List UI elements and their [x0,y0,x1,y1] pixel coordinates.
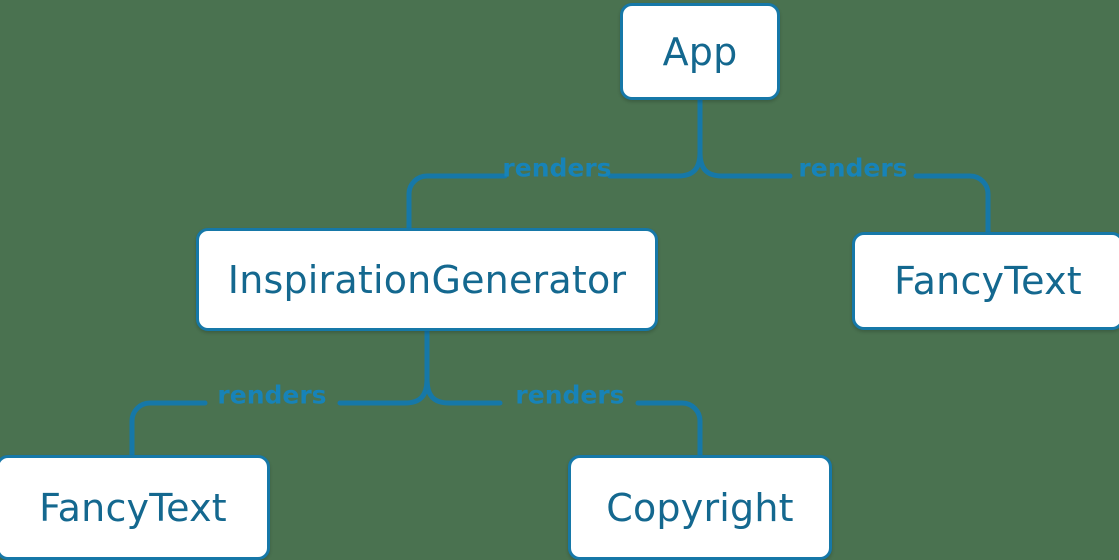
edge-label-app-fancytext: renders [798,153,908,183]
node-inspiration-generator[interactable]: InspirationGenerator [196,228,658,331]
node-copyright-label: Copyright [606,485,794,530]
edge-app-junction-left [607,149,703,179]
edge-label-inspiration-fancytext: renders [217,380,327,410]
node-fancytext-right[interactable]: FancyText [852,232,1119,330]
node-copyright[interactable]: Copyright [568,455,832,560]
edge-inspiration-junction-left [337,376,430,406]
node-app[interactable]: App [620,3,780,100]
node-fancytext-right-label: FancyText [894,259,1082,303]
edge-app-fancytext-line [913,173,991,235]
node-fancytext-bottom-left-label: FancyText [39,485,227,530]
edge-inspiration-fancytext-line [129,400,208,458]
edge-label-inspiration-copyright: renders [515,380,625,410]
node-app-label: App [662,29,738,74]
edge-inspiration-junction-right [424,376,503,406]
edge-label-app-inspiration: renders [502,153,612,183]
edge-app-junction-right [697,149,793,179]
node-fancytext-bottom-left[interactable]: FancyText [0,455,270,560]
edge-inspiration-copyright-line [635,400,703,458]
node-inspiration-generator-label: InspirationGenerator [227,257,627,302]
edge-app-inspiration-line [406,173,508,231]
